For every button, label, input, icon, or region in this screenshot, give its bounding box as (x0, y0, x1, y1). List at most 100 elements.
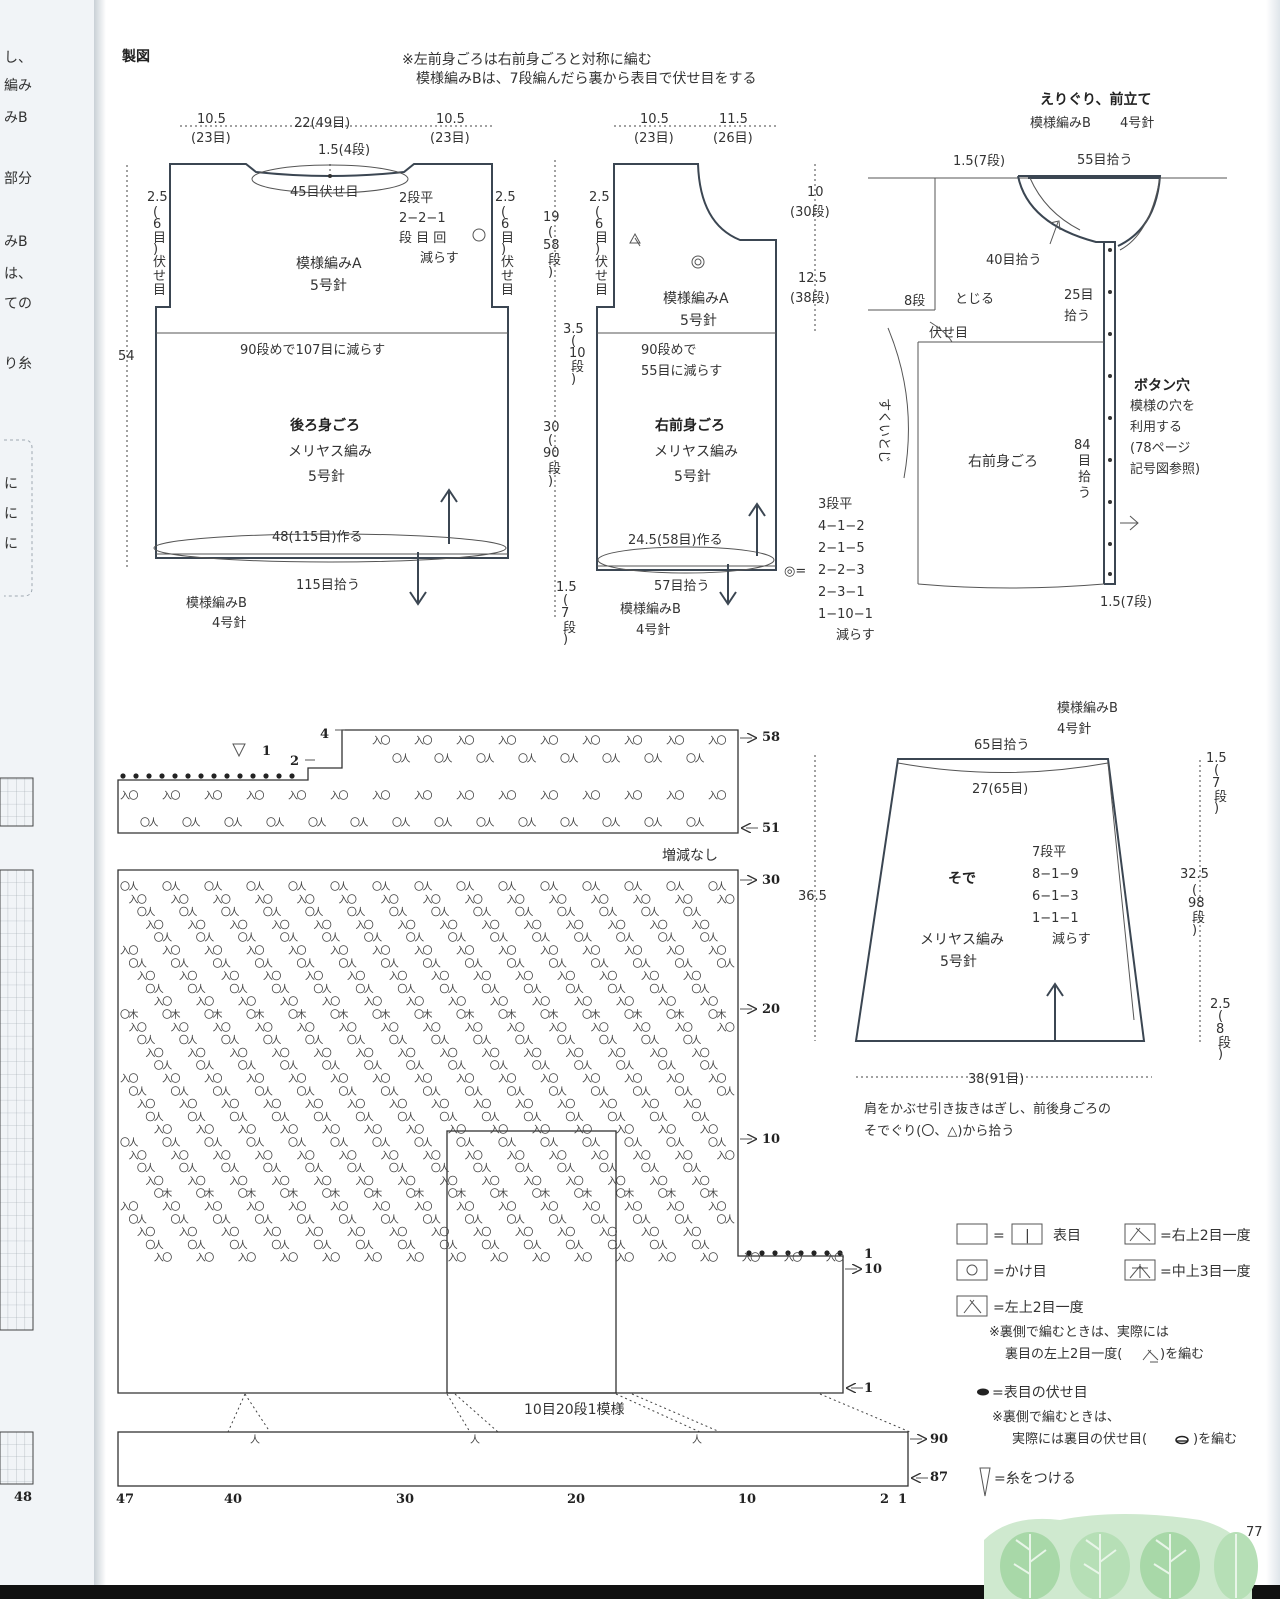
sleeve-title: そで (948, 871, 976, 887)
chart-stitch-symbol: 入 (540, 946, 550, 957)
chart-stitch-symbol: 〇 (128, 790, 138, 802)
chart-stitch-symbol: 〇 (506, 790, 516, 802)
chart-stitch-symbol: 〇 (372, 1124, 382, 1136)
legend-note: )を編む (1193, 1431, 1237, 1447)
chart-stitch-symbol: 人 (523, 1163, 533, 1175)
chart-stitch-symbol: 〇 (523, 1239, 533, 1251)
sukui-label: すくいとじ (876, 398, 891, 463)
chart-stitch-symbol: 人 (145, 907, 155, 919)
chart-stitch-symbol: 〇 (476, 753, 486, 765)
chart-stitch-symbol: 入 (414, 1202, 424, 1213)
chart-stitch-symbol: 人 (473, 1086, 483, 1098)
chart-stitch-symbol: 〇 (338, 1086, 348, 1098)
chart-stitch-symbol: 〇 (229, 1239, 239, 1251)
chart-stitch-symbol: 人 (389, 1214, 399, 1226)
chart-stitch-symbol: 入 (372, 1202, 382, 1213)
chart-stitch-symbol: 人 (145, 1163, 155, 1175)
note-line: ※左前身ごろは右前身ごろと対称に編む (402, 51, 652, 68)
chart-stitch-symbol: 人 (523, 907, 533, 919)
chart-stitch-symbol: 〇 (246, 1137, 256, 1149)
chart-stitch-symbol: 入 (784, 1253, 794, 1264)
chart-stitch-symbol: 人 (305, 1086, 315, 1098)
prev-fragment: に (4, 476, 18, 492)
chart-stitch-symbol: 木 (624, 1188, 634, 1200)
chart-stitch-symbol: 人 (448, 983, 458, 995)
chart-stitch-symbol: 入 (557, 972, 567, 983)
chart-stitch-symbol: 〇 (540, 1009, 550, 1021)
chart-stitch-symbol: 〇 (431, 1035, 441, 1047)
svg-text:目: 目 (595, 283, 608, 298)
chart-stitch-symbol: 木 (540, 1188, 550, 1200)
dim-label: 11.5 (719, 112, 748, 127)
chart-stitch-symbol: 人 (716, 881, 726, 893)
dec-step: 3段平 (818, 497, 852, 512)
chart-stitch-symbol: 〇 (565, 983, 575, 995)
chart-stitch-symbol: 〇 (120, 1009, 130, 1021)
chart-stitch-symbol: 〇 (498, 1252, 508, 1264)
chart-stitch-symbol: 〇 (212, 1073, 222, 1085)
chart-stitch-symbol: 入 (607, 1048, 617, 1059)
k2tog-icon (963, 1299, 982, 1314)
chart-stitch-symbol: 入 (364, 1125, 374, 1136)
chart-stitch-symbol: 入 (574, 997, 584, 1008)
back-body-title: 後ろ身ごろ (290, 417, 360, 434)
chart-stitch-symbol: 入 (649, 920, 659, 931)
chart-stitch-symbol: 〇 (145, 1239, 155, 1251)
chart-stitch-symbol: 入 (716, 895, 726, 906)
chart-stitch-symbol: 〇 (145, 971, 155, 983)
pick-up-label: 40目拾う (986, 253, 1042, 268)
chart-stitch-symbol: 人 (380, 1137, 390, 1149)
chart-stitch-symbol: 〇 (347, 1150, 357, 1162)
chart-stitch-symbol: 〇 (548, 735, 558, 747)
chart-stitch-symbol: 人 (330, 932, 340, 944)
chart-stitch-symbol: 入 (204, 946, 214, 957)
chart-stitch-symbol: 人 (316, 817, 326, 829)
svg-text:(: ( (153, 205, 158, 220)
svg-text:(: ( (563, 593, 568, 608)
chart-stitch-symbol: 人 (464, 881, 474, 893)
chart-stitch-symbol: 入 (582, 736, 592, 747)
rib-needle-label: 4号針 (1120, 116, 1154, 131)
chart-stitch-symbol: 人 (540, 932, 550, 944)
chart-stitch-symbol: 〇 (263, 1022, 273, 1034)
chart-stitch-symbol: 入 (196, 1125, 206, 1136)
chart-stitch-symbol: 〇 (187, 983, 197, 995)
chart-stitch-symbol: 入 (137, 1228, 147, 1239)
chart-stitch-symbol: 人 (582, 932, 592, 944)
svg-text:目: 目 (501, 231, 514, 246)
chart-stitch-symbol: 入 (658, 997, 668, 1008)
chart-stitch-symbol: 入 (716, 1151, 726, 1162)
chart-stitch-symbol: 〇 (464, 1086, 474, 1098)
chart-stitch-symbol: 〇 (347, 1163, 357, 1175)
chart-stitch-symbol: 人 (725, 1086, 735, 1098)
chart-stitch-symbol: 入 (683, 972, 693, 983)
chart-stitch-symbol: 〇 (439, 1111, 449, 1123)
chart-stitch-symbol: 〇 (263, 907, 273, 919)
chart-stitch-symbol: 人 (364, 983, 374, 995)
chart-stitch-symbol: 〇 (238, 919, 248, 931)
chart-stitch-symbol: 〇 (313, 1227, 323, 1239)
chart-stitch-symbol: 入 (397, 1048, 407, 1059)
chart-stitch-symbol: 〇 (204, 1137, 214, 1149)
chart-stitch-symbol: 入 (120, 1074, 130, 1085)
needle-label: 5号針 (674, 469, 711, 485)
chart-stitch-symbol: 人 (632, 1137, 642, 1149)
chart-stitch-symbol: 〇 (481, 1099, 491, 1111)
chart-stitch-symbol: 人 (484, 817, 494, 829)
chart-stitch-symbol: 人 (700, 1239, 710, 1251)
chart-stitch-symbol: 入 (229, 920, 239, 931)
chart-stitch-symbol: 入 (347, 972, 357, 983)
chart-stitch-symbol: 〇 (296, 1086, 306, 1098)
chart-stitch-symbol: 人 (439, 1035, 449, 1047)
pick-up-label: 25目 (1064, 288, 1094, 303)
chart-stitch-symbol: 〇 (154, 1060, 164, 1072)
front-body-schematic (596, 125, 816, 606)
chart-stitch-symbol: 〇 (128, 958, 138, 970)
stitch-label: メリヤス編み (920, 932, 1004, 948)
yo-icon (966, 1264, 978, 1276)
svg-text:段: 段 (548, 253, 561, 268)
chart-stitch-symbol: 人 (691, 907, 701, 919)
chart-stitch-symbol: 〇 (448, 919, 458, 931)
chart-stitch-symbol: 人 (442, 817, 452, 829)
chart-stitch-symbol: 人 (355, 907, 365, 919)
